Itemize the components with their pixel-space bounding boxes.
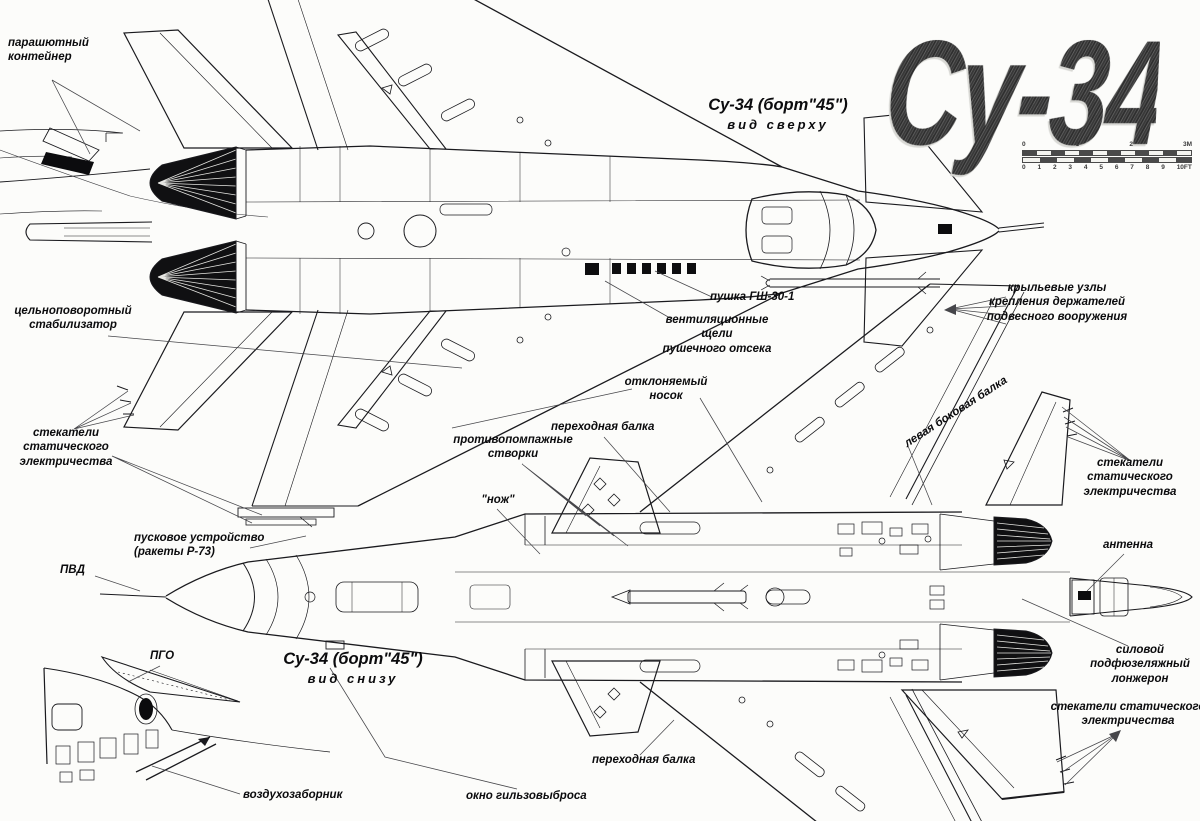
callout-antenna: антенна	[1102, 539, 1154, 551]
scale-tick: 1	[1037, 164, 1042, 172]
callout-gun-gsh-30-1: пушка ГШ-30-1	[710, 291, 795, 303]
nose-detail-drawing	[43, 655, 331, 783]
top-view-title-text: Су-34 (борт"45")	[708, 96, 848, 114]
scale-tick: 1	[1075, 141, 1080, 148]
callout-transition-beam-top: переходная балка	[551, 421, 655, 433]
bottom-view-title-text: Су-34 (борт"45")	[283, 650, 423, 668]
parachute-detail-drawing	[0, 127, 269, 218]
scale-tick: 5	[1099, 164, 1103, 172]
top-view-title: Су-34 (борт"45") вид сверху	[708, 96, 848, 134]
scale-tick: 3	[1068, 164, 1073, 172]
callout-pgo: ПГО	[150, 650, 175, 662]
leader-lines	[51, 79, 1132, 795]
scale-bar-feet: 0 1 2 3 4 5 6 7 8 9 10FT	[1022, 164, 1192, 172]
callout-pvd: ПВД	[60, 564, 85, 576]
scale-bar-feet-bar	[1022, 157, 1192, 164]
scale-tick: 3М	[1182, 141, 1192, 148]
scale-bar-meters: 0 1 2 3М	[1022, 141, 1192, 149]
bottom-view-subtitle: вид снизу	[307, 670, 399, 686]
scale-bar-meters-bar	[1022, 150, 1192, 157]
scale-tick: 8	[1145, 164, 1150, 172]
scale-tick: 7	[1130, 164, 1134, 172]
scale-bar: 0 1 2 3М 0 1 2 3 4 5 6 7 8 9 10FT	[1022, 141, 1192, 173]
callout-air-intake: воздухозаборник	[243, 789, 343, 801]
scale-tick: 6	[1114, 164, 1119, 172]
scale-tick: 4	[1083, 164, 1088, 172]
callout-transition-beam-bottom: переходная балка	[592, 754, 696, 766]
scale-tick: 0	[1022, 164, 1026, 172]
scale-tick: 10FT	[1176, 164, 1192, 172]
callout-knife: "нож"	[481, 494, 515, 506]
top-view-drawing	[25, 0, 1045, 528]
top-view-subtitle: вид сверху	[727, 116, 829, 132]
scale-tick: 2	[1052, 164, 1057, 172]
scale-tick: 9	[1161, 164, 1165, 172]
bottom-view-title: Су-34 (борт"45") вид снизу	[283, 650, 423, 688]
scale-tick: 2	[1129, 141, 1133, 148]
callout-launcher-r73: пусковое устройство(ракеты Р-73)	[134, 532, 265, 559]
scale-tick: 0	[1022, 141, 1026, 148]
callout-shell-ejection-window: окно гильзовыброса	[466, 790, 587, 802]
bottom-view-drawing	[99, 271, 1193, 821]
